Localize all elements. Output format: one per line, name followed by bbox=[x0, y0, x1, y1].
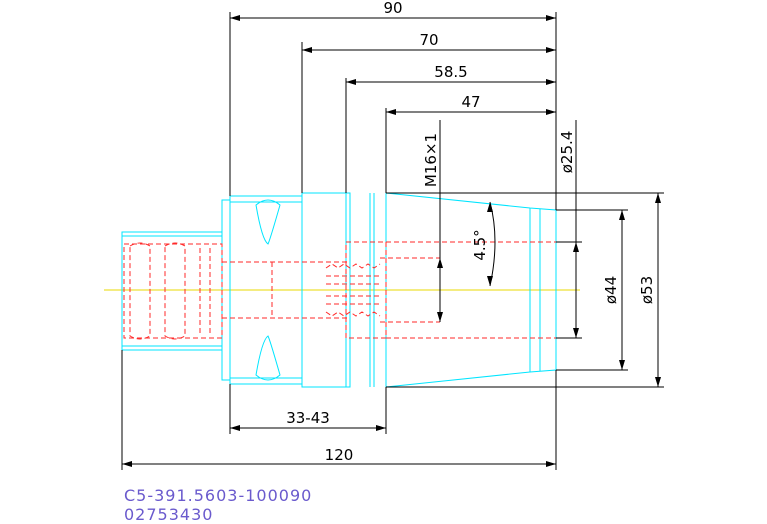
dim-58-5: 58.5 bbox=[434, 63, 467, 81]
arrowheads bbox=[122, 15, 661, 467]
dimension-lines bbox=[121, 12, 664, 470]
bore-internal bbox=[345, 241, 387, 339]
part-number: 02753430 bbox=[124, 505, 214, 524]
thread-marks bbox=[325, 263, 381, 317]
part-code: C5-391.5603-100090 bbox=[124, 486, 313, 505]
collet-nut-outline bbox=[121, 231, 223, 351]
drive-slot-bottom bbox=[255, 335, 281, 381]
dim-angle: 4.5° bbox=[471, 229, 489, 260]
dim-bore-dia: ø25.4 bbox=[558, 131, 576, 174]
drive-slot-top bbox=[255, 199, 281, 245]
dim-90: 90 bbox=[383, 0, 402, 17]
hidden-lines bbox=[123, 241, 556, 340]
collet-internal bbox=[123, 243, 223, 339]
dim-clamp-range: 33-43 bbox=[286, 409, 330, 427]
taper-outline bbox=[385, 192, 557, 388]
dim-120: 120 bbox=[325, 446, 354, 464]
dim-47: 47 bbox=[461, 93, 480, 111]
dim-70: 70 bbox=[419, 31, 438, 49]
body-outline bbox=[301, 192, 351, 388]
dim-flange-dia: ø53 bbox=[638, 276, 656, 304]
dim-thread: M16×1 bbox=[422, 133, 440, 187]
dim-taper-dia: ø44 bbox=[602, 276, 620, 304]
